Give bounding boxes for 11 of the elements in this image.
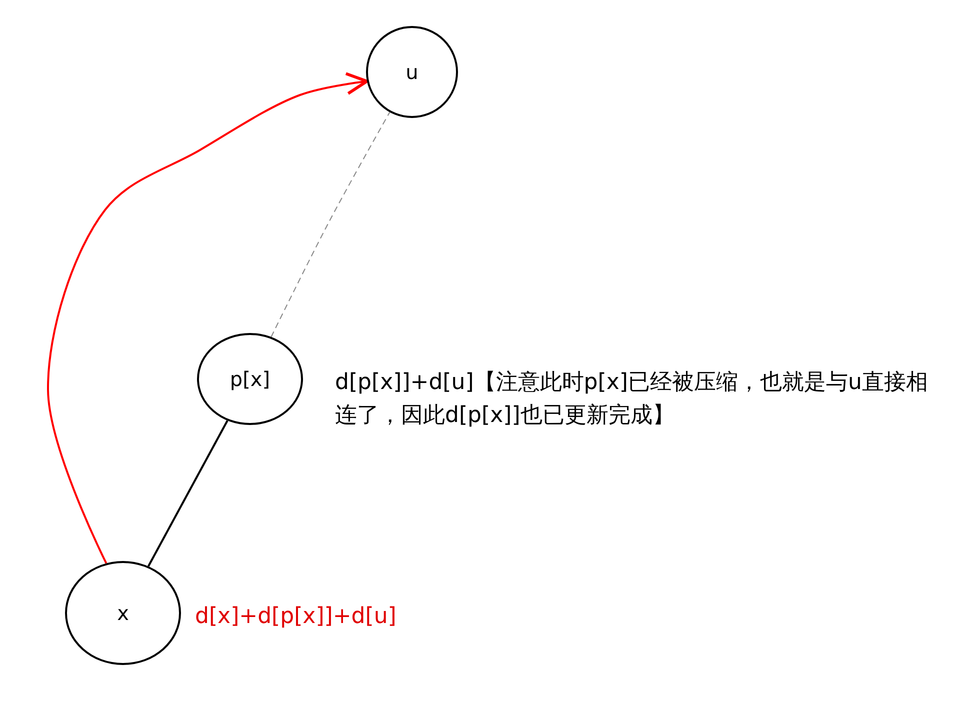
node-label: x: [117, 601, 129, 625]
node-circle: [65, 561, 181, 665]
arrow: [47, 72, 368, 564]
annotation-text: d[x]+d[p[x]]+d[u]: [195, 603, 398, 631]
annotation-text: d[p[x]]+d[u]【注意此时p[x]已经被压缩，也就是与u直接相连了，因此d[p[x]]也已更新完成】: [335, 369, 929, 430]
connector-line: [148, 420, 228, 567]
node-circle: [197, 333, 303, 425]
node-label: u: [406, 60, 418, 84]
node-label: p[x]: [230, 367, 270, 391]
connector-line: [270, 112, 390, 338]
node-circle: [366, 26, 458, 118]
